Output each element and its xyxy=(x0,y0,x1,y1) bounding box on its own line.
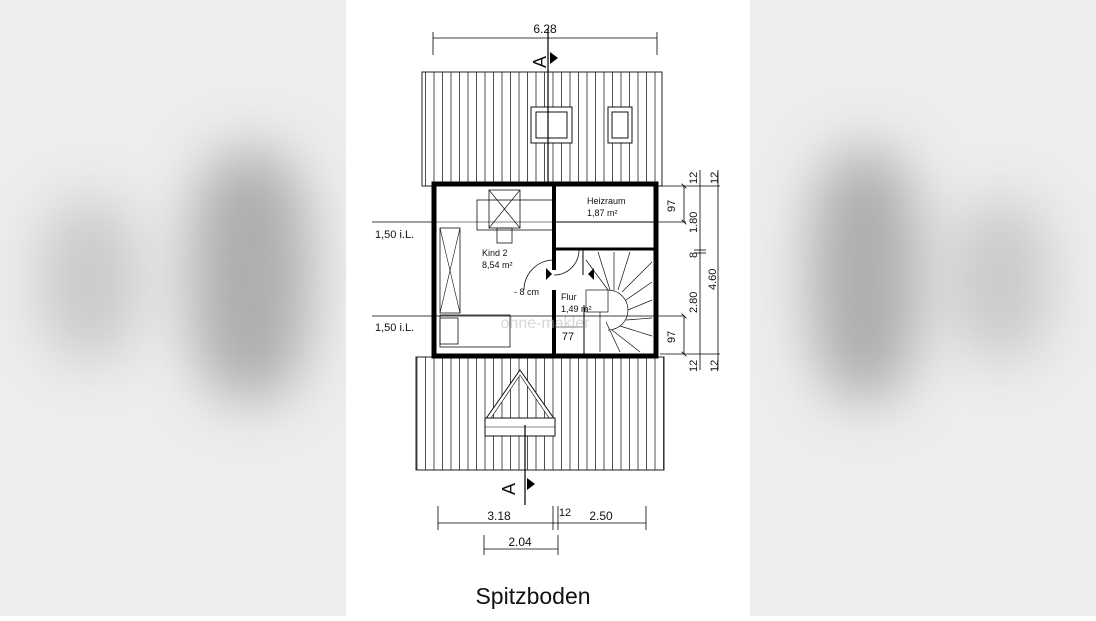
svg-text:97: 97 xyxy=(666,331,678,343)
svg-text:12: 12 xyxy=(559,507,571,519)
wardrobe xyxy=(439,227,461,314)
floor-walls xyxy=(431,181,659,359)
dimensions-right xyxy=(656,170,720,370)
svg-text:4.60: 4.60 xyxy=(707,269,719,290)
watermark-logo: ohne-makler xyxy=(501,315,591,332)
svg-text:12: 12 xyxy=(688,172,700,184)
svg-text:97: 97 xyxy=(666,200,678,212)
room-flur-name: Flur xyxy=(561,292,577,302)
section-marker-bottom: A xyxy=(499,425,535,505)
staircase xyxy=(585,251,653,353)
doors xyxy=(523,249,594,291)
step-note: - 8 cm xyxy=(514,287,539,297)
bed xyxy=(439,314,511,348)
blurred-background-left xyxy=(0,0,346,616)
roof-window xyxy=(476,189,556,244)
svg-text:6.28: 6.28 xyxy=(533,22,557,36)
dimensions-bottom xyxy=(437,506,647,555)
svg-text:2.04: 2.04 xyxy=(508,535,532,549)
svg-text:12: 12 xyxy=(709,172,721,184)
svg-text:2.80: 2.80 xyxy=(688,292,700,313)
dimension-top-width: 6.28 xyxy=(432,22,658,55)
floor-plan: 6.28 A A xyxy=(372,22,721,609)
roof-top xyxy=(421,71,663,187)
dimension-labels-right: 97 97 12 1.80 8 2.80 12 12 4.60 12 xyxy=(666,172,721,372)
svg-text:12: 12 xyxy=(709,360,721,372)
roof-bottom xyxy=(415,356,665,471)
svg-text:8: 8 xyxy=(688,252,700,258)
room-heizraum-name: Heizraum xyxy=(587,196,626,206)
headroom-label-bottom: 1,50 i.L. xyxy=(375,322,414,334)
svg-text:1.80: 1.80 xyxy=(688,212,700,233)
headroom-lines: 1,50 i.L. 1,50 i.L. xyxy=(372,221,684,334)
floor-plan-page: 6.28 A A xyxy=(346,0,750,616)
blurred-background-right xyxy=(750,0,1096,616)
dimension-labels-bottom: 3.18 12 2.50 2.04 xyxy=(487,507,613,549)
room-kind2-area: 8,54 m² xyxy=(482,260,513,270)
door-width-label: 77 xyxy=(562,331,574,343)
svg-text:3.18: 3.18 xyxy=(487,509,511,523)
svg-text:2.50: 2.50 xyxy=(589,509,613,523)
section-marker-top: A xyxy=(530,28,558,186)
headroom-label-top: 1,50 i.L. xyxy=(375,229,414,241)
svg-text:A: A xyxy=(499,483,519,495)
plan-title: Spitzboden xyxy=(475,583,590,609)
room-flur-area: 1,49 m² xyxy=(561,304,592,314)
room-heizraum-area: 1,87 m² xyxy=(587,208,618,218)
svg-text:A: A xyxy=(530,56,550,68)
svg-text:12: 12 xyxy=(688,360,700,372)
room-kind2-name: Kind 2 xyxy=(482,248,508,258)
